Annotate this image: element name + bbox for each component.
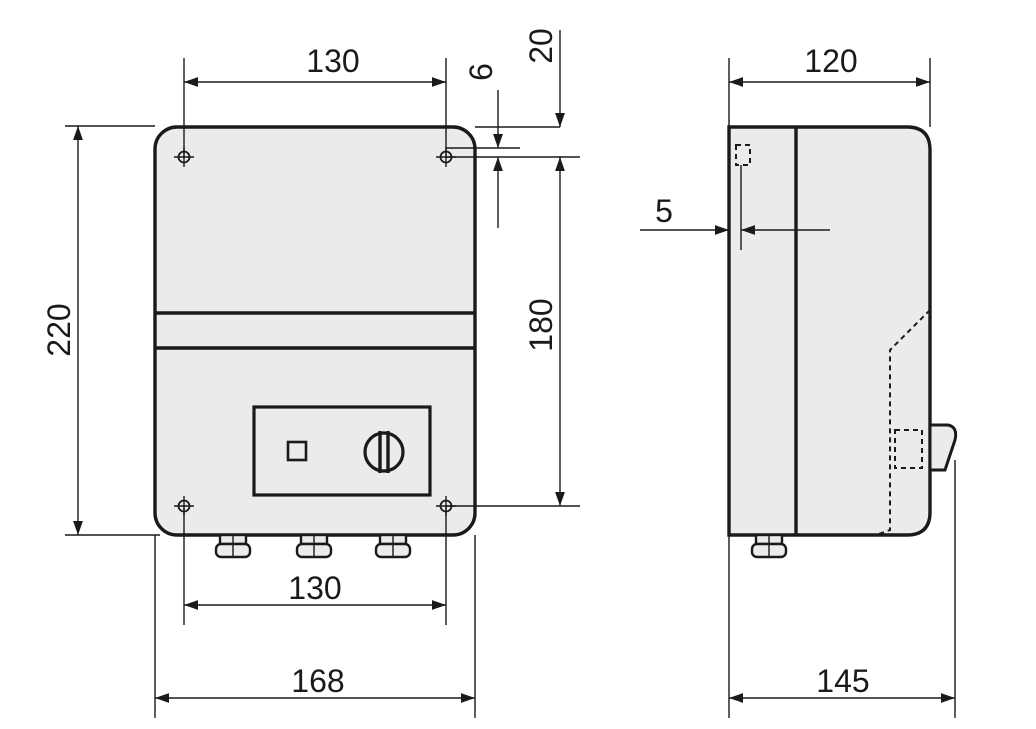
dim-overall-width-label: 168 [291, 663, 344, 699]
dim-bottom-hole-spacing: 130 [184, 570, 446, 610]
side-knob-icon [928, 423, 958, 472]
indicator-lamp [286, 440, 308, 462]
side-hidden-hole [735, 144, 751, 166]
dim-height-holes-label: 180 [523, 298, 559, 351]
dim-overall-depth: 145 [729, 663, 955, 703]
side-housing [727, 125, 932, 537]
dim-offset-top-label: 20 [523, 28, 559, 64]
dim-top-width: 130 [184, 43, 446, 87]
dim-offset-small-label: 6 [463, 63, 499, 81]
rotary-knob-icon [363, 431, 405, 473]
front-view: 130 220 20 180 6 130 168 [41, 28, 580, 718]
dim-top-width-label: 130 [306, 43, 359, 79]
side-view: 120 5 145 [640, 43, 958, 718]
dim-offset-top: 20 [523, 28, 565, 506]
dim-overall-width: 168 [155, 663, 475, 703]
dim-height-total: 220 [41, 126, 83, 535]
cable-gland-left-icon [214, 533, 252, 559]
dim-offset-small: 6 [463, 63, 503, 228]
dim-height-total-label: 220 [41, 303, 77, 356]
cable-gland-middle-icon [295, 533, 333, 559]
dim-depth-label: 120 [804, 43, 857, 79]
side-cable-gland-icon [750, 533, 788, 559]
dim-wall-offset: 5 [640, 193, 830, 235]
side-hidden-knob [894, 429, 923, 469]
dim-bottom-hole-spacing-label: 130 [288, 570, 341, 606]
cable-gland-right-icon [374, 533, 412, 559]
side-hidden-edge [875, 309, 931, 536]
dim-wall-offset-label: 5 [655, 193, 673, 229]
dim-depth: 120 [729, 43, 930, 87]
control-panel [252, 405, 432, 497]
dim-overall-depth-label: 145 [816, 663, 869, 699]
